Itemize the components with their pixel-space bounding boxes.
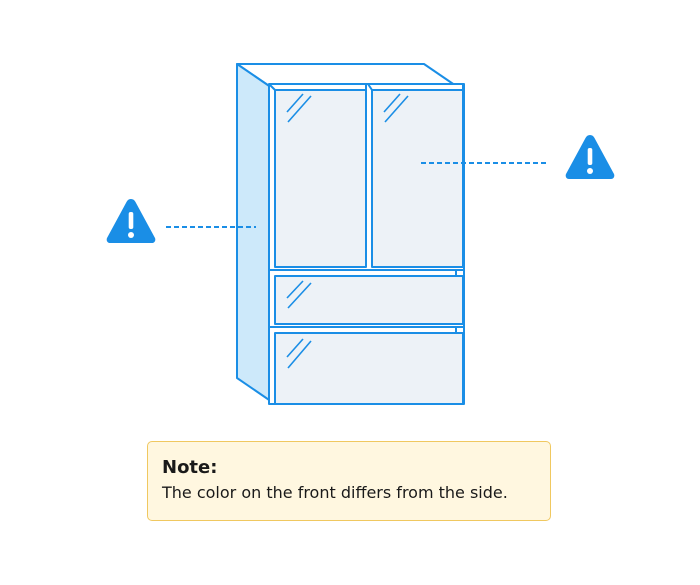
warning-icon — [106, 199, 156, 243]
refrigerator — [236, 63, 465, 405]
note-box: Note: The color on the front differs fro… — [147, 441, 551, 521]
note-text: The color on the front differs from the … — [162, 483, 508, 502]
middle-drawer — [274, 275, 464, 325]
glass-reflections — [286, 93, 409, 369]
bottom-drawer — [274, 332, 464, 405]
left-door — [274, 89, 367, 268]
warning-icon — [565, 135, 615, 179]
note-title: Note: — [162, 457, 218, 478]
right-door — [371, 89, 464, 268]
